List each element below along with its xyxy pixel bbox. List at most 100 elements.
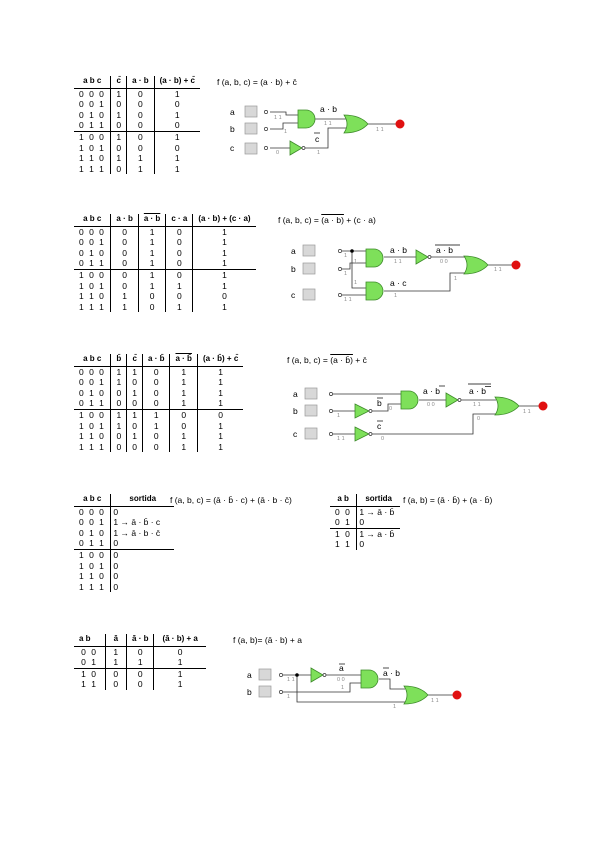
formula-2: f (a, b, c) = (a · b) + (c · a) — [278, 215, 376, 225]
table-cell: 0 — [165, 291, 193, 302]
input-label-c: c — [293, 429, 298, 439]
table-cell: 0 — [126, 646, 154, 658]
table-cell: 0 — [110, 431, 127, 442]
table-cell: 1 — [153, 657, 206, 669]
col-header: ā — [104, 634, 127, 647]
table-cell: 1 — [153, 679, 206, 690]
col-header: ā · b — [126, 634, 154, 647]
wire-value: 0 0 — [427, 402, 435, 408]
table-cell: 0 0 — [81, 646, 98, 657]
table-cell: 0 — [126, 131, 155, 143]
col-header: (ā · b) + a — [153, 634, 206, 647]
table-cell: 1 — [137, 226, 166, 238]
table-cell: 0 — [142, 366, 170, 378]
table-cell: 0 0 1 — [79, 377, 106, 388]
formula-6: f (a, b)= (ā · b) + a — [233, 635, 302, 645]
col-header: a b — [74, 634, 106, 647]
label-and: a · b — [383, 668, 400, 678]
table-cell: 1 — [110, 409, 127, 421]
table-cell: 0 — [126, 120, 155, 132]
not-gate — [415, 249, 429, 265]
wire-value: 1 1 — [376, 127, 384, 133]
table-cell: 1 — [196, 420, 244, 432]
table-cell: 1 — [126, 163, 155, 175]
table-cell: 1 — [110, 153, 127, 164]
table-cell: 0 — [104, 679, 127, 690]
table-cell: 0 — [110, 269, 139, 281]
wire-value: 1 — [317, 150, 320, 156]
wire-value: 0 — [276, 150, 279, 156]
table-cell: 1 — [169, 441, 198, 453]
table-cell: 1 0 1 — [79, 560, 106, 571]
switch-c[interactable] — [244, 142, 258, 155]
table-cell: 1 — [153, 88, 200, 100]
table-cell: 1 — [137, 269, 166, 281]
col-header: c̄ — [126, 354, 143, 367]
table-cell: 0 1 — [74, 657, 106, 669]
table-cell: 1 — [165, 280, 193, 292]
table-cell: 1 1 1 — [79, 301, 106, 312]
wire-value: 0 — [381, 436, 384, 442]
table-cell: 0 — [110, 120, 127, 132]
table-cell: 1 — [169, 431, 198, 442]
switch-a[interactable] — [302, 244, 316, 257]
table-cell: 1 — [110, 131, 127, 143]
not-gate-c — [354, 426, 370, 442]
not-gate-b — [354, 403, 370, 419]
table-cell: 1 — [153, 109, 200, 121]
col-header: (a · b̄) + c̄ — [196, 354, 244, 367]
col-header: a · b — [110, 214, 139, 227]
switch-b[interactable] — [304, 404, 318, 417]
table-cell: 0 — [110, 99, 127, 110]
table-cell: 0 — [110, 142, 127, 154]
formula-part: f (a, b, c) = — [287, 355, 328, 365]
table-cell: 0 — [110, 247, 139, 259]
wire-value: 1 1 — [473, 402, 481, 408]
switch-c[interactable] — [304, 427, 318, 440]
and-gate — [297, 109, 316, 129]
table-cell: 1 1 0 — [79, 291, 106, 302]
switch-a[interactable] — [244, 105, 258, 118]
truth-table-3: a b c b̄ c̄ a · b̄ a · b̄ (a · b̄) + c̄ … — [74, 354, 244, 453]
switch-b[interactable] — [302, 262, 316, 275]
table-cell: 1 — [192, 258, 256, 270]
table-cell: 0 — [126, 377, 143, 388]
wire-value: 1 — [394, 293, 397, 299]
switch-a[interactable] — [304, 387, 318, 400]
table-cell: 0 1 0 — [79, 387, 106, 398]
table-cell: 0 0 0 — [79, 226, 106, 237]
table-cell: 1 — [196, 441, 244, 453]
circuit-1: a b c a · b c 1 1 1 1 1 0 1 1 1 — [230, 104, 405, 156]
table-cell: 0 0 0 — [79, 506, 106, 517]
table-cell: 0 1 1 — [74, 538, 111, 550]
circuit-2: a b c a · b a · b a · c 1 1 1 1 0 0 1 1 … — [291, 244, 521, 303]
input-label-b: b — [247, 687, 252, 697]
table-cell: 1 — [165, 301, 193, 313]
switch-b[interactable] — [258, 685, 272, 698]
switch-b[interactable] — [244, 122, 258, 135]
switch-c[interactable] — [302, 288, 316, 301]
wire-value: 1 — [284, 129, 287, 135]
table-cell: 0 — [356, 517, 400, 529]
table-cell: 0 — [110, 163, 127, 175]
switch-a[interactable] — [258, 668, 272, 681]
or-gate — [403, 685, 429, 705]
col-header: a · b — [126, 76, 155, 89]
table-cell: 1 — [137, 237, 166, 248]
table-cell: 0 — [153, 99, 200, 110]
